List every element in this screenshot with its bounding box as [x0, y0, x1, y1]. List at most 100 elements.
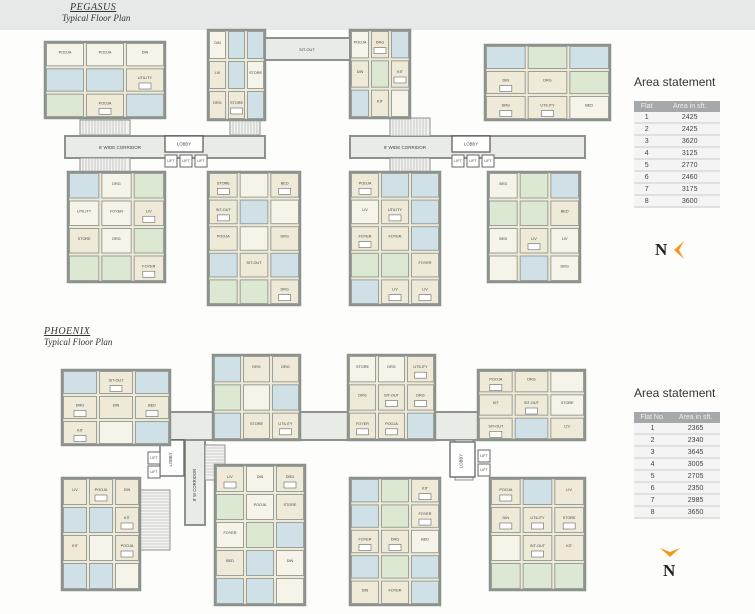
room — [135, 371, 169, 394]
room — [133, 228, 165, 254]
room — [491, 563, 521, 589]
lift — [194, 154, 208, 168]
room — [209, 173, 238, 198]
room — [216, 550, 244, 576]
room — [69, 228, 100, 254]
room — [126, 68, 164, 92]
room-label: STORE — [230, 101, 243, 105]
room-label: DRG — [112, 182, 120, 186]
furniture — [278, 294, 291, 302]
room — [270, 199, 300, 225]
room-label: DRG — [543, 79, 551, 83]
phoenix-title: PHOENIX Typical Floor Plan — [44, 326, 112, 347]
room-label: FOYER — [142, 264, 155, 268]
lift-label: LIFT — [484, 159, 492, 163]
room — [276, 494, 304, 520]
furniture — [414, 400, 427, 407]
furniture — [499, 494, 513, 502]
room — [486, 46, 526, 69]
room — [411, 529, 439, 554]
room — [135, 396, 169, 419]
furniture — [356, 428, 369, 436]
furniture — [223, 481, 237, 489]
room — [554, 479, 584, 505]
area-cell: 2425 — [659, 112, 720, 124]
room — [243, 412, 270, 439]
area-cell: 2365 — [671, 423, 720, 435]
room — [126, 93, 164, 117]
room-label: DRG — [213, 101, 221, 105]
flat-cell: 4 — [634, 458, 672, 471]
room-label: DRG — [252, 365, 260, 369]
room — [378, 356, 405, 383]
room — [351, 89, 369, 117]
furniture — [388, 544, 402, 551]
phoenix-subtitle: Typical Floor Plan — [44, 337, 113, 347]
lift — [466, 154, 480, 168]
room-label: BED — [281, 181, 289, 185]
flat-cell: 2 — [634, 434, 672, 447]
room-label: UTILITY — [77, 209, 92, 213]
room — [272, 356, 299, 383]
room — [349, 384, 376, 411]
room — [550, 200, 579, 226]
room — [276, 522, 304, 548]
room — [228, 91, 245, 119]
room-label: SIT-OUT — [216, 208, 232, 212]
room-label: DIN — [362, 588, 369, 592]
room-label: DIN — [113, 404, 120, 408]
room — [378, 412, 405, 439]
room — [214, 356, 241, 383]
room — [391, 89, 409, 117]
room-label: DRG — [560, 264, 568, 268]
room-label: FOYER — [356, 422, 369, 426]
area-cell: 2460 — [659, 171, 720, 184]
area-cell: 3650 — [671, 506, 720, 519]
room — [239, 226, 269, 251]
room — [63, 371, 97, 394]
room-label: STORE — [356, 365, 369, 369]
room — [270, 173, 300, 198]
room-label: POOJA — [121, 544, 134, 548]
pegasus-lobby — [451, 135, 491, 153]
flat-cell: 3 — [634, 135, 660, 148]
furniture — [279, 428, 292, 436]
room — [411, 252, 439, 278]
room — [381, 580, 409, 604]
room — [276, 578, 304, 604]
room — [569, 96, 609, 119]
flat-cell: 6 — [634, 171, 660, 184]
phoenix-north-label: N — [663, 561, 676, 580]
room-label: UTILITY — [388, 208, 403, 212]
room-label: DRG — [280, 288, 288, 292]
room — [351, 580, 379, 604]
room — [351, 504, 379, 528]
room-label: SIT-OUT — [524, 401, 540, 405]
room-label: DIN — [503, 516, 510, 520]
col-header: Flat No. — [634, 412, 672, 423]
room — [246, 550, 274, 576]
room-label: POOJA — [99, 51, 112, 55]
furniture — [418, 518, 432, 526]
room — [527, 96, 568, 119]
furniture — [217, 188, 230, 195]
room-label: LIV — [564, 424, 570, 428]
room — [550, 228, 579, 254]
flat-cell: 3 — [634, 446, 672, 459]
room-label: STORE — [217, 181, 230, 185]
room — [63, 479, 87, 505]
room — [411, 504, 439, 528]
room-label: FOYER — [388, 588, 401, 592]
room — [411, 226, 439, 251]
north-arrow-icon — [674, 241, 684, 259]
room-label: BED — [585, 104, 593, 108]
room — [371, 89, 389, 117]
flat-cell: 2 — [634, 123, 660, 136]
room — [209, 252, 238, 278]
room — [209, 199, 238, 225]
